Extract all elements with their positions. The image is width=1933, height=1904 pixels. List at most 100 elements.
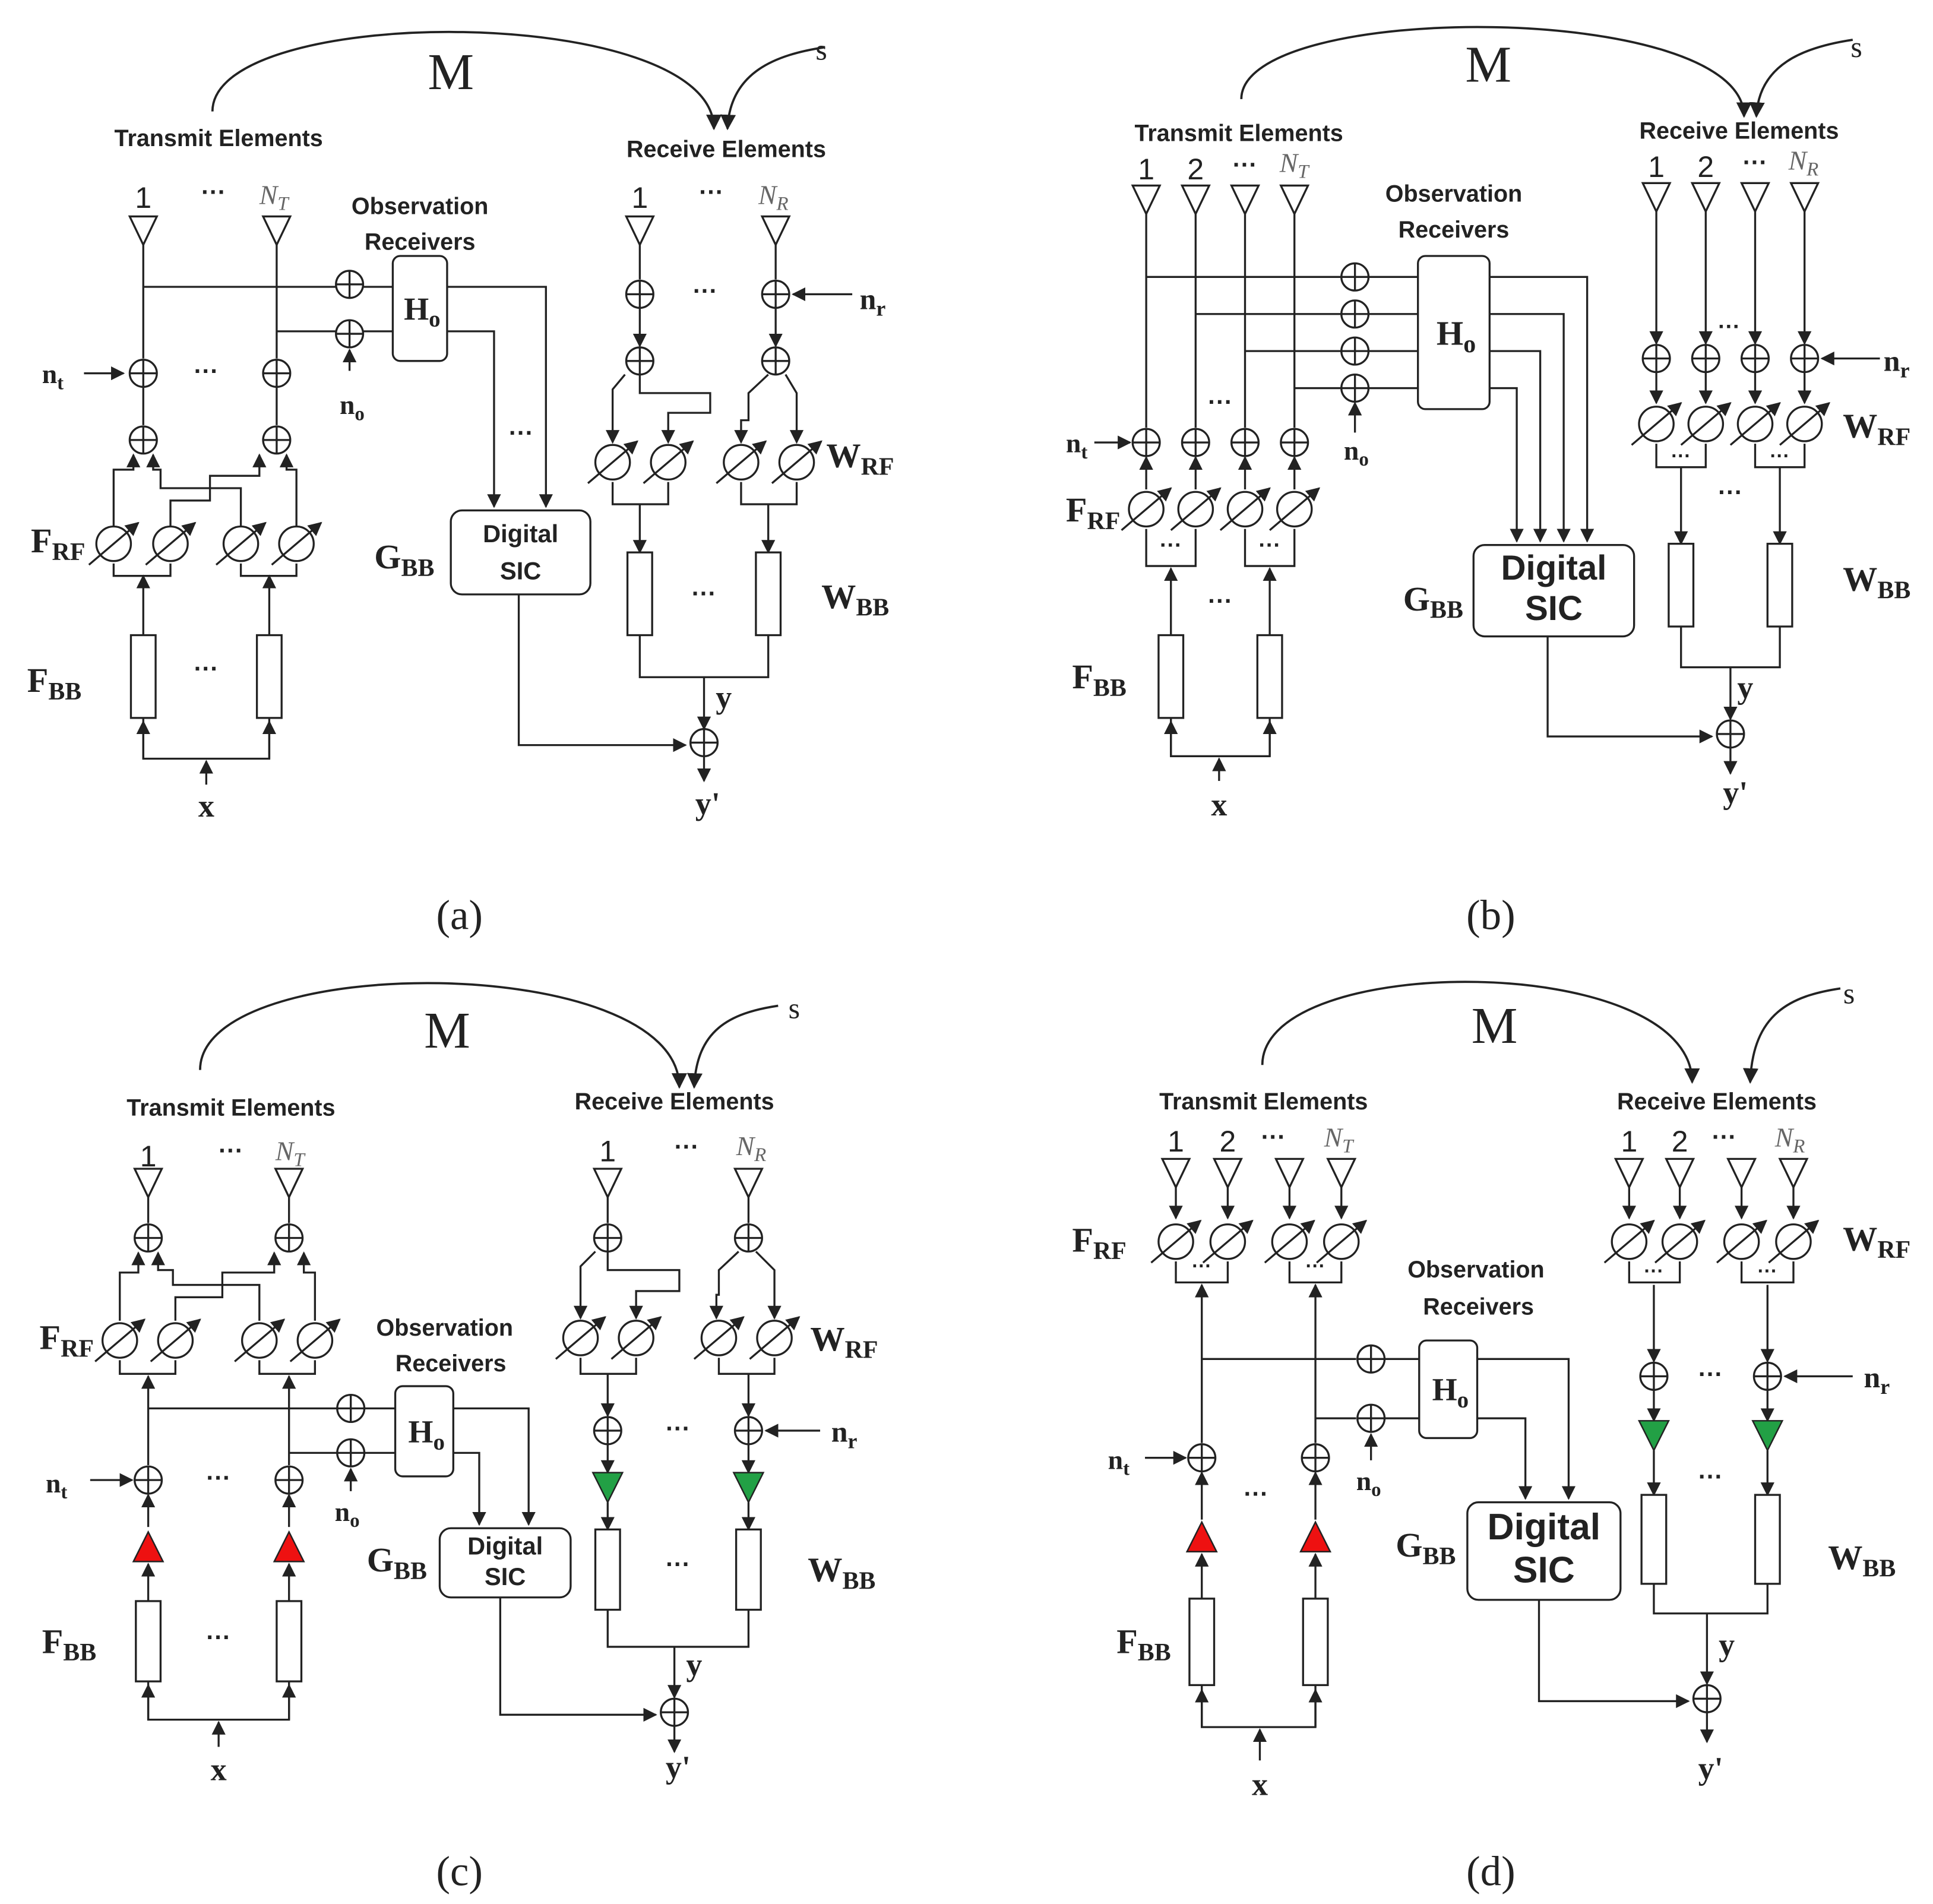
sic-label: SIC (485, 1563, 526, 1590)
antenna-icon (1279, 184, 1310, 217)
label-nt: nt (1066, 428, 1087, 463)
arrow-icon (151, 1251, 261, 1321)
label-gbb-main: G (367, 1541, 394, 1579)
label-no: no (1344, 435, 1369, 470)
phase-shifter-icon (215, 521, 267, 566)
connector-line (1170, 717, 1271, 758)
arrow-icon (1477, 1417, 1533, 1500)
ho-label: Ho (1432, 1372, 1469, 1413)
observation-channel-block (394, 1385, 454, 1478)
adder-icon (1716, 719, 1745, 749)
arrow-icon (638, 374, 711, 444)
antenna-icon (1326, 1157, 1357, 1190)
phase-shifter-icon (1716, 1219, 1767, 1264)
antenna-icon (1726, 1157, 1757, 1190)
observation-label-2: Receivers (1423, 1293, 1534, 1320)
ellipsis-dots: ··· (1718, 314, 1740, 339)
amplifier-icon (273, 1530, 305, 1563)
phase-shifter-icon (643, 440, 694, 484)
phase-shifter-icon (1264, 1219, 1315, 1264)
receive-elements-label: Receive Elements (575, 1089, 774, 1115)
label-fbb-main: F (1072, 657, 1093, 696)
label-gbb-sub: BB (401, 555, 434, 582)
label-nt-main: n (42, 359, 57, 389)
arrow-icon (1477, 1358, 1576, 1500)
arrow-icon (447, 286, 553, 508)
ho-label-main: H (408, 1414, 433, 1450)
label-wbb-sub: BB (856, 594, 889, 622)
baseband-filter-block (1668, 542, 1695, 628)
ellipsis-dots: ··· (219, 1136, 243, 1164)
label-y: y (716, 679, 732, 715)
ho-label-sub: o (433, 1429, 444, 1455)
connector-line (1288, 1261, 1343, 1284)
transmit-elements-label: Transmit Elements (126, 1095, 335, 1121)
adder-icon (262, 359, 292, 388)
ellipsis-dots: ··· (666, 1414, 691, 1442)
arrow-icon (517, 594, 687, 752)
label-gbb-main: G (1403, 580, 1430, 618)
label-fbb-sub: BB (63, 1639, 96, 1666)
ellipsis-dots: ··· (699, 178, 724, 205)
connector-line (258, 1360, 317, 1375)
amplifier-icon (1637, 1420, 1670, 1453)
connector-line (1175, 1261, 1229, 1284)
label-wbb-main: W (1828, 1538, 1862, 1577)
baseband-filter-block (129, 634, 157, 719)
antenna-icon (1789, 182, 1820, 214)
connector-line (1653, 1583, 1769, 1615)
label-nt-main: n (1066, 428, 1081, 458)
signal-arrow-s (686, 1004, 779, 1089)
adder-icon (689, 728, 719, 758)
label-no-main: n (1356, 1466, 1371, 1496)
label-no-main: n (340, 390, 355, 420)
label-fbb: FBB (27, 661, 82, 706)
label-nr: nr (860, 283, 886, 320)
adder-icon (134, 1465, 163, 1495)
rx-index-nr-sub: R (776, 194, 789, 215)
arrow-icon (1489, 313, 1571, 543)
connector-line (1145, 529, 1197, 567)
phase-shifter-icon (1202, 1219, 1254, 1264)
label-frf-sub: RF (1093, 1238, 1127, 1265)
label-wrf: WRF (810, 1320, 878, 1364)
ellipsis-dots: ··· (693, 277, 718, 305)
connector-line (1201, 1685, 1317, 1728)
label-nt: nt (42, 359, 64, 394)
label-no-sub: o (355, 403, 364, 425)
sic-label: SIC (500, 556, 541, 584)
rx-index-1: 1 (599, 1135, 616, 1168)
antenna-icon (1131, 184, 1162, 217)
observation-label-1: Observation (1385, 181, 1522, 207)
label-wrf-sub: RF (1877, 424, 1910, 451)
tx-index-1: 1 (1168, 1125, 1184, 1158)
observation-channel-block (1418, 1339, 1479, 1440)
antenna-icon (1212, 1157, 1243, 1190)
antenna-icon (1229, 184, 1261, 217)
digital-sic-block (450, 509, 591, 596)
phase-shifter-icon (693, 1316, 745, 1360)
adder-icon (336, 1393, 366, 1424)
label-frf: FRF (1066, 491, 1120, 535)
arrow-icon (755, 1251, 782, 1320)
label-x: x (1211, 787, 1227, 823)
ellipsis-dots: ··· (1208, 388, 1233, 416)
arrow-icon (453, 1407, 536, 1526)
label-gbb-sub: BB (394, 1558, 427, 1585)
label-wrf: WRF (1843, 407, 1910, 451)
digital-label: Digital (467, 1532, 543, 1560)
ellipsis-dots: ··· (1192, 1255, 1211, 1277)
phase-shifter-icon (88, 521, 140, 566)
adder-icon (761, 346, 790, 376)
tx-index-nt: NT (259, 180, 290, 215)
label-wbb-sub: BB (842, 1568, 875, 1595)
tx-index-nt-sub: T (1342, 1136, 1355, 1157)
label-nt-sub: t (1123, 1458, 1130, 1479)
panel-caption: (d) (1466, 1848, 1515, 1894)
panel-caption: (b) (1466, 893, 1515, 939)
phase-shifter-icon (771, 440, 822, 484)
